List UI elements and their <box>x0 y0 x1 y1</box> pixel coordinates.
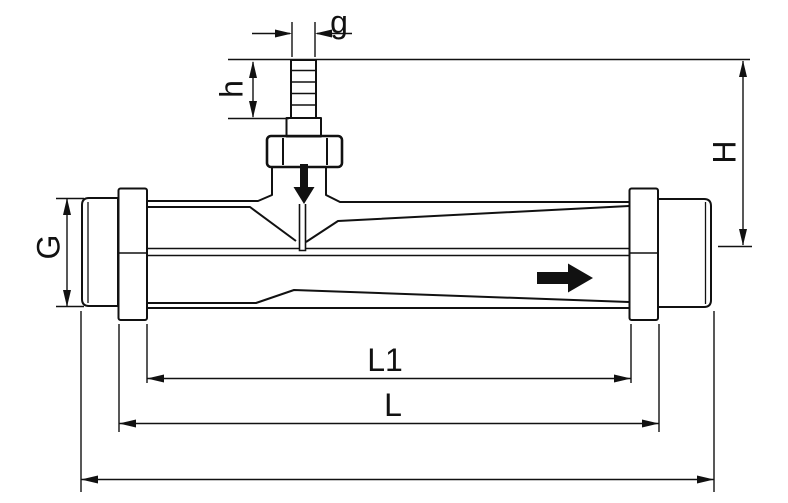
dimension-label-G: G <box>30 235 66 260</box>
right-thread-end <box>657 198 712 308</box>
right-collar <box>628 187 659 321</box>
suction-down-arrow-icon <box>293 164 315 204</box>
dimension-label-g: g <box>330 4 348 40</box>
suction-slot <box>298 204 307 252</box>
dimension-g: g <box>252 4 352 57</box>
dimension-label-h: h <box>213 80 249 98</box>
dimension-H: H <box>706 60 752 248</box>
pipe-top-outline <box>147 168 630 243</box>
hex-nut <box>265 134 344 169</box>
dimension-label-L1: L1 <box>367 342 403 378</box>
dimension-G: G <box>30 197 84 308</box>
left-thread-end <box>81 197 119 307</box>
hose-barb <box>290 59 317 119</box>
center-channel-lines <box>147 247 629 257</box>
dimension-label-H: H <box>706 140 742 163</box>
part-body <box>81 59 712 321</box>
dimension-label-L: L <box>384 387 402 423</box>
pipe-bottom-outline <box>147 289 630 309</box>
flow-right-arrow-icon <box>537 263 593 293</box>
dimension-L1: L1 <box>146 324 632 383</box>
dimension-h: h <box>213 61 289 120</box>
left-collar <box>117 187 148 321</box>
nozzle-shank <box>285 117 322 138</box>
dimension-L: L <box>118 324 660 432</box>
dimension-overall-length <box>80 311 715 492</box>
